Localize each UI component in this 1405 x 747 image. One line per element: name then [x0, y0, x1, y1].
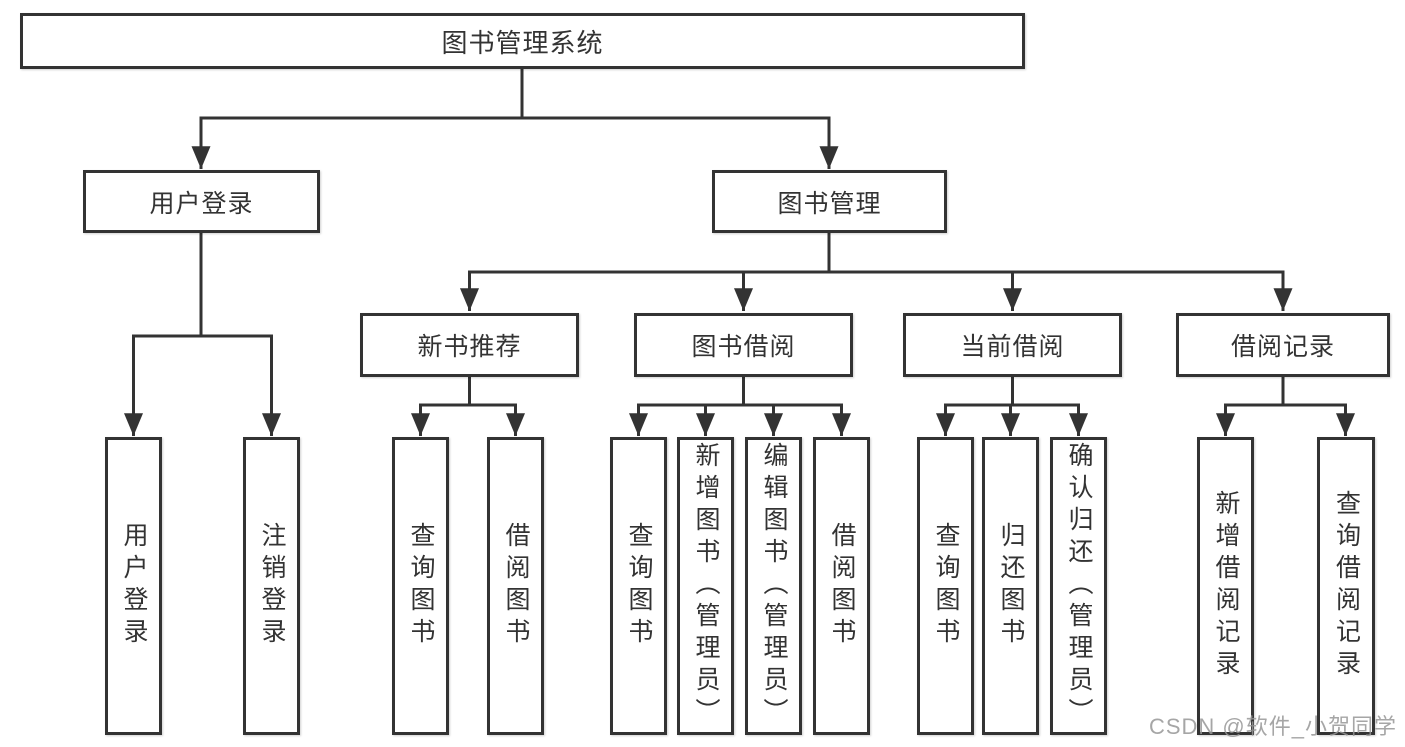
- leaf-borrow-books-1: 借阅图书: [487, 437, 544, 735]
- leaf-user-login-label: 用户登录: [120, 522, 148, 650]
- leaf-user-login: 用户登录: [105, 437, 162, 735]
- leaf-query-borrow-record: 查询借阅记录: [1317, 437, 1375, 735]
- leaf-query-borrow-record-label: 查询借阅记录: [1332, 490, 1361, 682]
- leaf-borrow-books-2-label: 借阅图书: [828, 522, 856, 650]
- node-new-book-recommend: 新书推荐: [360, 313, 579, 377]
- leaf-return-book: 归还图书: [982, 437, 1039, 735]
- leaf-edit-book-admin-label: 编辑图书（管理员）: [760, 442, 788, 730]
- node-book-borrow: 图书借阅: [634, 313, 853, 377]
- leaf-add-borrow-record: 新增借阅记录: [1197, 437, 1254, 735]
- node-borrow-records: 借阅记录: [1176, 313, 1390, 377]
- leaf-query-books-1: 查询图书: [392, 437, 449, 735]
- node-root-label: 图书管理系统: [441, 27, 604, 58]
- leaf-borrow-books-1-label: 借阅图书: [502, 522, 530, 650]
- leaf-logout: 注销登录: [243, 437, 300, 735]
- leaf-add-book-admin-label: 新增图书（管理员）: [692, 442, 720, 730]
- leaf-query-books-3: 查询图书: [917, 437, 974, 735]
- leaf-confirm-return-admin: 确认归还（管理员）: [1050, 437, 1107, 735]
- node-root: 图书管理系统: [20, 13, 1025, 69]
- node-current-borrow-label: 当前借阅: [960, 333, 1065, 361]
- node-book-management-label: 图书管理: [777, 189, 882, 218]
- leaf-return-book-label: 归还图书: [997, 522, 1025, 650]
- leaf-borrow-books-2: 借阅图书: [813, 437, 870, 735]
- leaf-query-books-1-label: 查询图书: [407, 522, 435, 650]
- leaf-query-books-3-label: 查询图书: [932, 522, 960, 650]
- node-new-book-recommend-label: 新书推荐: [417, 333, 522, 361]
- leaf-query-books-2: 查询图书: [610, 437, 667, 735]
- leaf-query-books-2-label: 查询图书: [625, 522, 653, 650]
- leaf-add-borrow-record-label: 新增借阅记录: [1212, 490, 1240, 682]
- leaf-confirm-return-admin-label: 确认归还（管理员）: [1065, 442, 1093, 730]
- node-current-borrow: 当前借阅: [903, 313, 1122, 377]
- leaf-add-book-admin: 新增图书（管理员）: [677, 437, 734, 735]
- node-user-login: 用户登录: [83, 170, 320, 233]
- node-book-borrow-label: 图书借阅: [691, 333, 796, 361]
- node-user-login-label: 用户登录: [149, 189, 254, 218]
- node-book-management: 图书管理: [712, 170, 947, 233]
- node-borrow-records-label: 借阅记录: [1230, 333, 1335, 361]
- leaf-edit-book-admin: 编辑图书（管理员）: [745, 437, 802, 735]
- leaf-logout-label: 注销登录: [258, 522, 286, 650]
- watermark: CSDN @软件_小贺同学: [1148, 714, 1397, 739]
